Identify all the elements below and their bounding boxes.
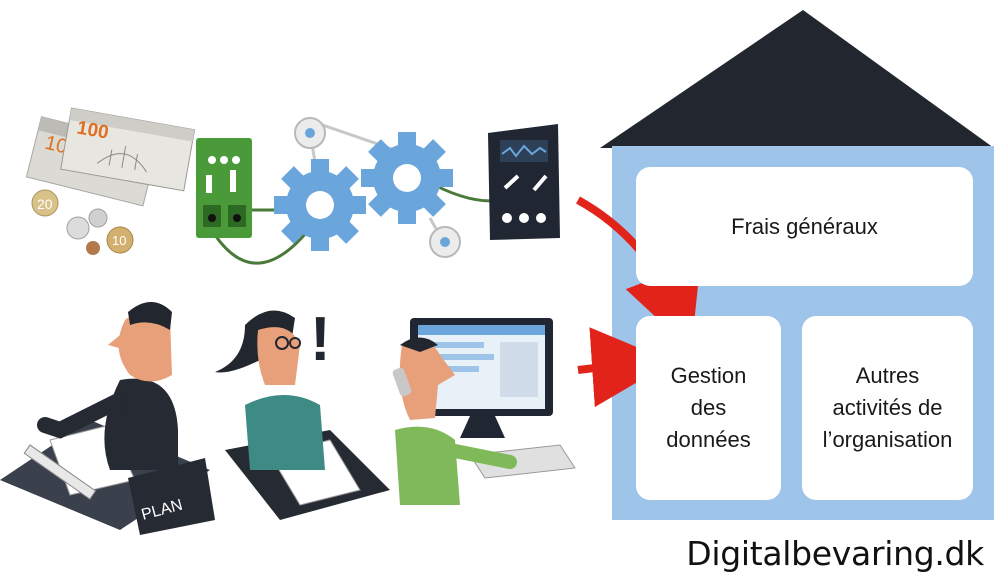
brand-watermark[interactable]: Digitalbevaring.dk	[686, 534, 984, 573]
coin-bronze-label: 10	[112, 233, 126, 248]
money-group: 10 100 20 10	[25, 107, 196, 255]
coin-silver-2	[88, 208, 108, 228]
box-overhead-label: Frais généraux	[731, 213, 878, 239]
thinker-body	[245, 395, 325, 470]
operator-body	[395, 426, 460, 505]
house-roof	[600, 10, 994, 148]
people-group: PLAN !	[0, 302, 576, 535]
planner-body	[104, 378, 178, 470]
operator-arm	[443, 443, 517, 469]
box-other-activities: Autres activités de l’organisation	[802, 316, 973, 500]
thinker-hair	[215, 310, 295, 373]
coin-silver-1	[66, 216, 90, 240]
gear-icon	[274, 159, 366, 251]
plan-folder	[128, 458, 215, 535]
coin-copper	[86, 241, 100, 255]
glasses-icon	[275, 336, 289, 350]
banknote-front: 100	[60, 107, 196, 192]
ruler	[23, 444, 97, 500]
exclamation-mark: !	[310, 305, 331, 374]
pulley-top-hub	[305, 128, 315, 138]
planner-nose	[108, 330, 126, 350]
glasses-lens	[289, 337, 301, 349]
control-panel-icon	[488, 124, 560, 240]
planner-arm	[37, 392, 128, 439]
planner-head	[118, 309, 172, 382]
gear-icon	[361, 132, 453, 224]
person-thinker: !	[215, 305, 390, 520]
coin-bronze	[106, 226, 134, 254]
box-data-management: Gestion des données	[636, 316, 781, 500]
phone-icon	[392, 367, 412, 397]
box-data-management-label: Gestion des données	[666, 363, 751, 452]
coin-gold	[31, 189, 59, 217]
arrow-people-to-gestion	[577, 327, 672, 408]
box-overhead: Frais généraux	[636, 167, 973, 286]
coin-gold-label: 20	[37, 196, 53, 212]
process-machine	[196, 117, 560, 265]
person-operator	[392, 318, 576, 505]
box-other-activities-label: Autres activités de l’organisation	[822, 363, 953, 452]
thinker-face	[257, 327, 300, 385]
operator-head	[399, 341, 455, 420]
planner-hair	[128, 302, 172, 330]
operator-hair	[400, 337, 438, 352]
pulley-bottom-hub	[440, 237, 450, 247]
person-planner: PLAN	[0, 302, 215, 535]
circuit-board-icon	[196, 138, 252, 238]
computer-monitor-icon	[410, 318, 553, 438]
